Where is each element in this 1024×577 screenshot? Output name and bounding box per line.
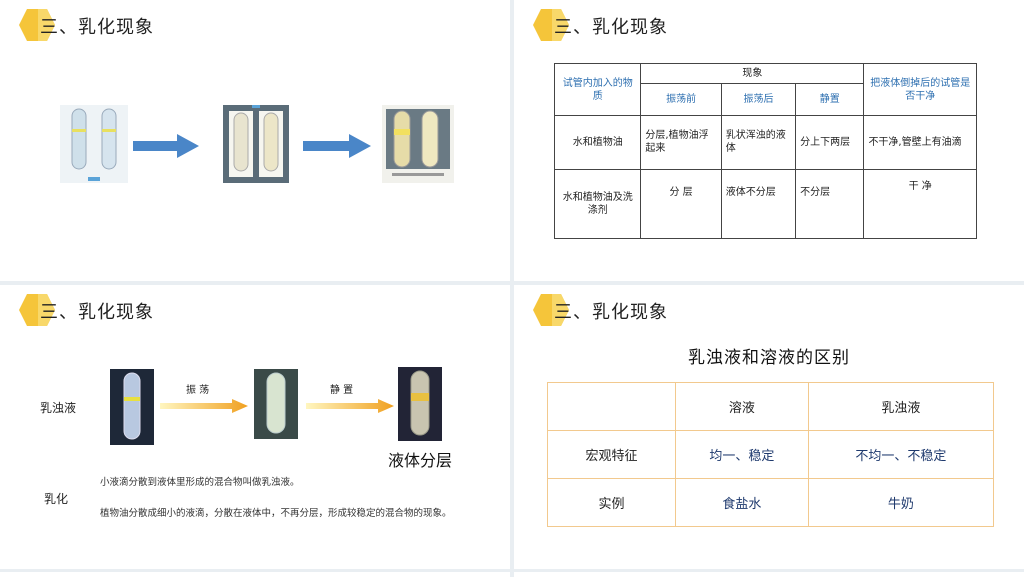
label-shake: 振 荡: [186, 385, 210, 396]
slide-panel-5-edge: [0, 572, 510, 577]
hexagon-icon: [19, 9, 55, 41]
table-row: 水和植物油 分层,植物油浮起来 乳状浑浊的液体 分上下两层 不干净,管壁上有油滴: [553, 115, 977, 170]
definition-emulsion: 小液滴分散到液体里形成的混合物叫做乳浊液。: [100, 477, 300, 488]
slide-panel-4: 三、乳化现象 乳浊液和溶液的区别 溶液 乳浊液 宏观特征 均一、稳定 不均一、不…: [514, 285, 1024, 569]
cell-clean: 不干净,管壁上有油滴: [863, 115, 977, 170]
arrow-right-icon: [133, 134, 199, 158]
label-emulsion: 乳浊液: [40, 401, 77, 415]
table-row: 溶液 乳浊液: [547, 382, 995, 431]
cell-substance: 水和植物油及洗涤剂: [553, 168, 642, 240]
test-tube-photo-2: [223, 105, 289, 183]
test-tube-photo-1: [60, 105, 128, 183]
hexagon-icon: [533, 294, 569, 326]
hexagon-icon: [19, 294, 55, 326]
arrow-right-icon-gold: [160, 399, 248, 413]
experiment-table: 试管内加入的物质 现象 把液体倒掉后的试管是否干净 振荡前 振荡后 静置 水和植…: [553, 62, 977, 240]
header-phenomenon: 现象: [640, 62, 865, 85]
row-label: 实例: [547, 478, 676, 527]
table-row: 水和植物油及洗涤剂 分 层 液体不分层 不分层 干 净: [553, 168, 977, 240]
header-still: 静置: [795, 83, 865, 117]
arrow-right-icon-2: [303, 134, 371, 158]
comparison-title: 乳浊液和溶液的区别: [688, 348, 850, 368]
table-row: 宏观特征 均一、稳定 不均一、不稳定: [547, 430, 995, 479]
section-title: 三、乳化现象: [554, 17, 668, 38]
section-title: 三、乳化现象: [554, 302, 668, 323]
cell-solution: 食盐水: [675, 478, 809, 527]
row-label: 宏观特征: [547, 430, 676, 479]
cell-substance: 水和植物油: [553, 115, 642, 170]
hexagon-icon: [533, 9, 569, 41]
cell-after: 乳状浑浊的液体: [720, 115, 797, 170]
section-title: 三、乳化现象: [40, 17, 154, 38]
header-solution: 溶液: [675, 382, 809, 431]
section-title: 三、乳化现象: [40, 302, 154, 323]
slide-panel-1: 三、乳化现象: [0, 0, 510, 281]
test-tube-photo-3: [382, 105, 454, 183]
cell-still: 不分层: [795, 168, 865, 240]
header-clean: 把液体倒掉后的试管是否干净: [863, 62, 977, 117]
section-header: 三、乳化现象: [18, 293, 318, 327]
label-layered: 液体分层: [388, 451, 453, 470]
slide-panel-6-edge: [514, 572, 1024, 577]
header-shake-after: 振荡后: [720, 83, 797, 117]
cell-before: 分 层: [640, 168, 722, 240]
section-header: 三、乳化现象: [18, 8, 318, 42]
label-emulsify: 乳化: [44, 492, 69, 506]
slide-panel-3: 三、乳化现象 乳浊液 振 荡 静 置 液体分层 小液滴分散到液体里形成的混合: [0, 285, 510, 569]
cell-still: 分上下两层: [795, 115, 865, 170]
header-substance: 试管内加入的物质: [553, 62, 642, 117]
cell-emulsion: 不均一、不稳定: [807, 430, 995, 479]
test-tube-photo-b: [254, 369, 298, 439]
section-header: 三、乳化现象: [532, 8, 832, 42]
cell-after: 液体不分层: [720, 168, 797, 240]
cell-before: 分层,植物油浮起来: [640, 115, 722, 170]
cell-emulsion: 牛奶: [807, 478, 995, 527]
definition-emulsify: 植物油分散成细小的液滴，分散在液体中，不再分层，形成较稳定的混合物的现象。: [100, 508, 452, 519]
cell-clean: 干 净: [863, 168, 977, 240]
comparison-table: 溶液 乳浊液 宏观特征 均一、稳定 不均一、不稳定 实例 食盐水 牛奶: [547, 382, 995, 527]
label-still: 静 置: [330, 385, 354, 396]
header-empty: [547, 382, 676, 431]
section-header: 三、乳化现象: [532, 293, 832, 327]
header-emulsion: 乳浊液: [807, 382, 995, 431]
arrow-right-icon-gold-2: [306, 399, 394, 413]
test-tube-photo-a: [110, 369, 154, 445]
test-tube-photo-c: [398, 367, 442, 441]
cell-solution: 均一、稳定: [675, 430, 809, 479]
table-row: 实例 食盐水 牛奶: [547, 478, 995, 527]
slide-panel-2: 三、乳化现象 试管内加入的物质 现象 把液体倒掉后的试管是否干净 振荡前 振荡后…: [514, 0, 1024, 281]
header-shake-before: 振荡前: [640, 83, 722, 117]
